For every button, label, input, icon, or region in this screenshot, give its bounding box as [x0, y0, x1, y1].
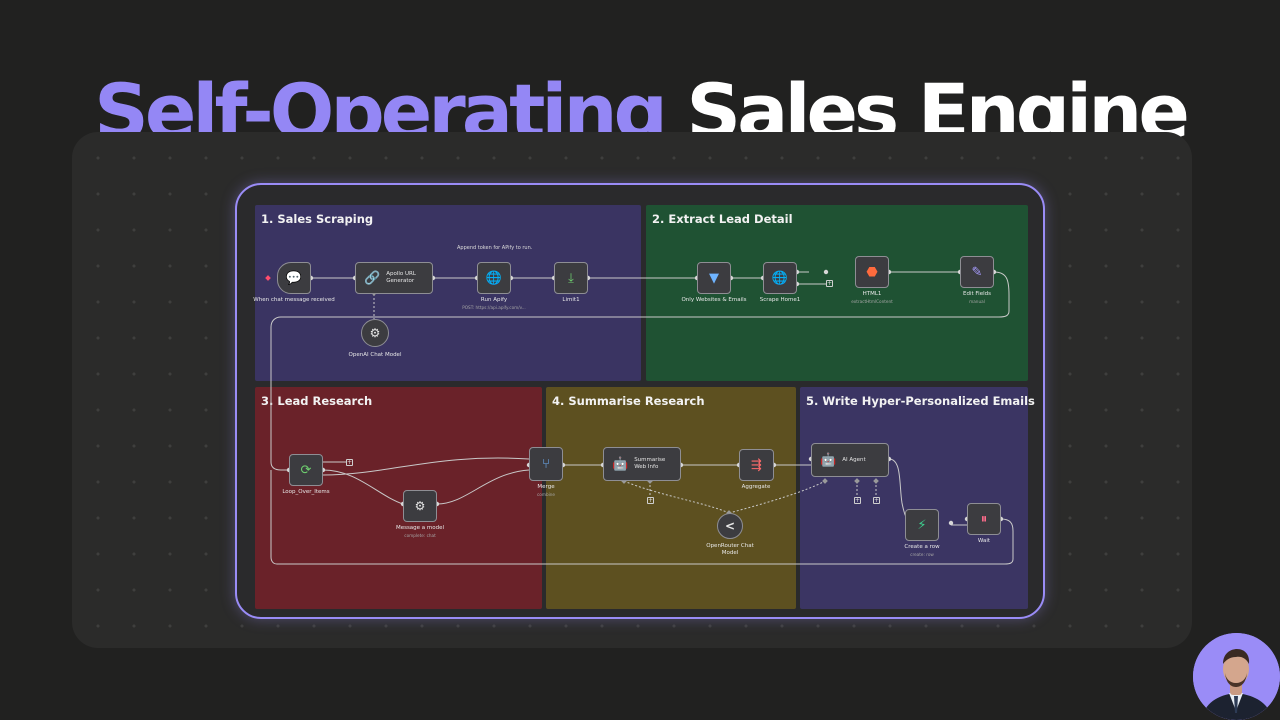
node-subtitle: POST: https://api.apify.com/v...	[462, 305, 526, 310]
node-label: Run Apify	[480, 297, 508, 303]
section-title: 3. Lead Research	[261, 394, 373, 408]
node-label: Edit Fields	[963, 291, 991, 297]
openai-icon: ⚙	[369, 326, 381, 340]
supabase-icon: ⚡	[917, 517, 927, 533]
node-label: Aggregate	[741, 484, 771, 490]
add-subnode-icon[interactable]: +	[647, 497, 654, 504]
node-filter[interactable]: ▼	[697, 262, 731, 294]
node-summarise-web-info[interactable]: 🤖 Summarise Web Info	[603, 447, 681, 481]
presenter-avatar	[1193, 633, 1280, 720]
aggregate-icon: ⇶	[751, 457, 762, 473]
node-run-apify[interactable]: 🌐	[477, 262, 511, 294]
node-label: Scrape Home1	[759, 297, 801, 303]
workflow-canvas[interactable]: 1. Sales Scraping 2. Extract Lead Detail…	[235, 183, 1045, 619]
section-summarise-research[interactable]: 4. Summarise Research	[546, 387, 796, 609]
node-label: Loop_Over_Items	[282, 489, 330, 495]
section-title: 5. Write Hyper-Personalized Emails	[806, 394, 1035, 408]
node-scrape-home[interactable]: 🌐	[763, 262, 797, 294]
node-ai-agent[interactable]: 🤖 AI Agent	[811, 443, 889, 477]
node-message-a-model[interactable]: ⚙	[403, 490, 437, 522]
node-subtitle: combine	[537, 492, 555, 497]
node-edit-fields[interactable]: ✎	[960, 256, 994, 288]
section-title: 1. Sales Scraping	[261, 212, 374, 226]
node-apollo-url-generator[interactable]: 🔗 Apollo URL Generator	[355, 262, 433, 294]
node-label: When chat message received	[253, 297, 335, 303]
node-subtitle: extractHtmlContent	[851, 299, 893, 304]
node-label: Message a model	[395, 525, 445, 531]
pause-icon: ⏸	[980, 511, 988, 527]
connection-line	[322, 469, 404, 505]
robot-icon: 🤖	[612, 456, 629, 472]
openai-icon: ⚙	[414, 499, 426, 513]
sticky-note: Append token for APify to run.	[457, 245, 533, 251]
node-title: Apollo URL Generator	[386, 271, 416, 284]
filter-icon: ▼	[709, 270, 719, 286]
node-aggregate[interactable]: ⇶	[739, 449, 774, 481]
node-subtitle: manual	[969, 299, 985, 304]
section-title: 2. Extract Lead Detail	[652, 212, 793, 226]
node-label: Merge	[537, 484, 555, 490]
add-subnode-icon[interactable]: +	[873, 497, 880, 504]
html5-icon: ⬣	[866, 264, 878, 280]
presenter-portrait	[1193, 633, 1280, 720]
node-openai-chat-model[interactable]: ⚙	[361, 319, 389, 347]
node-label: OpenRouter Chat Model	[706, 543, 754, 556]
node-openrouter-chat-model[interactable]: <	[717, 513, 743, 539]
node-html[interactable]: ⬣	[855, 256, 889, 288]
node-label: HTML1	[862, 291, 882, 297]
add-output-icon[interactable]: +	[346, 459, 353, 466]
section-title: 4. Summarise Research	[552, 394, 705, 408]
limit-icon: ⤓	[568, 270, 574, 286]
node-label: OpenAI Chat Model	[348, 352, 402, 358]
node-label: Only Websites & Emails	[681, 297, 747, 303]
section-lead-research[interactable]: 3. Lead Research	[255, 387, 542, 609]
chat-icon: 💬	[285, 270, 303, 286]
node-label: Wait	[977, 538, 991, 544]
section-write-emails[interactable]: 5. Write Hyper-Personalized Emails	[800, 387, 1035, 609]
node-subtitle: create: row	[910, 552, 934, 557]
node-chat-trigger[interactable]: 💬	[277, 262, 311, 294]
node-label: Create a row	[904, 544, 940, 550]
openrouter-icon: <	[724, 519, 736, 533]
connection-line	[270, 271, 1010, 471]
node-create-a-row[interactable]: ⚡	[905, 509, 939, 541]
add-subnode-icon[interactable]: +	[854, 497, 861, 504]
node-merge[interactable]: ⑂	[529, 447, 563, 481]
connection-line	[623, 480, 730, 514]
connection-line	[436, 469, 530, 505]
pencil-icon: ✎	[971, 264, 983, 280]
connection-line	[728, 480, 826, 514]
node-subtitle: complete: chat	[404, 533, 436, 538]
node-title: Summarise Web Info	[634, 457, 666, 470]
connection-line	[322, 457, 530, 476]
add-output-icon[interactable]: +	[826, 280, 833, 287]
node-title: AI Agent	[842, 456, 866, 463]
node-label: Limit1	[562, 297, 580, 303]
loop-icon: ⟳	[300, 462, 312, 478]
node-loop-over-items[interactable]: ⟳	[289, 454, 323, 486]
connection-line	[270, 470, 1014, 565]
globe-icon: 🌐	[485, 270, 503, 286]
merge-icon: ⑂	[542, 456, 550, 472]
robot-icon: 🤖	[820, 452, 837, 468]
globe-icon: 🌐	[771, 270, 789, 286]
link-icon: 🔗	[364, 270, 381, 286]
node-wait[interactable]: ⏸	[967, 503, 1001, 535]
node-limit[interactable]: ⤓	[554, 262, 588, 294]
